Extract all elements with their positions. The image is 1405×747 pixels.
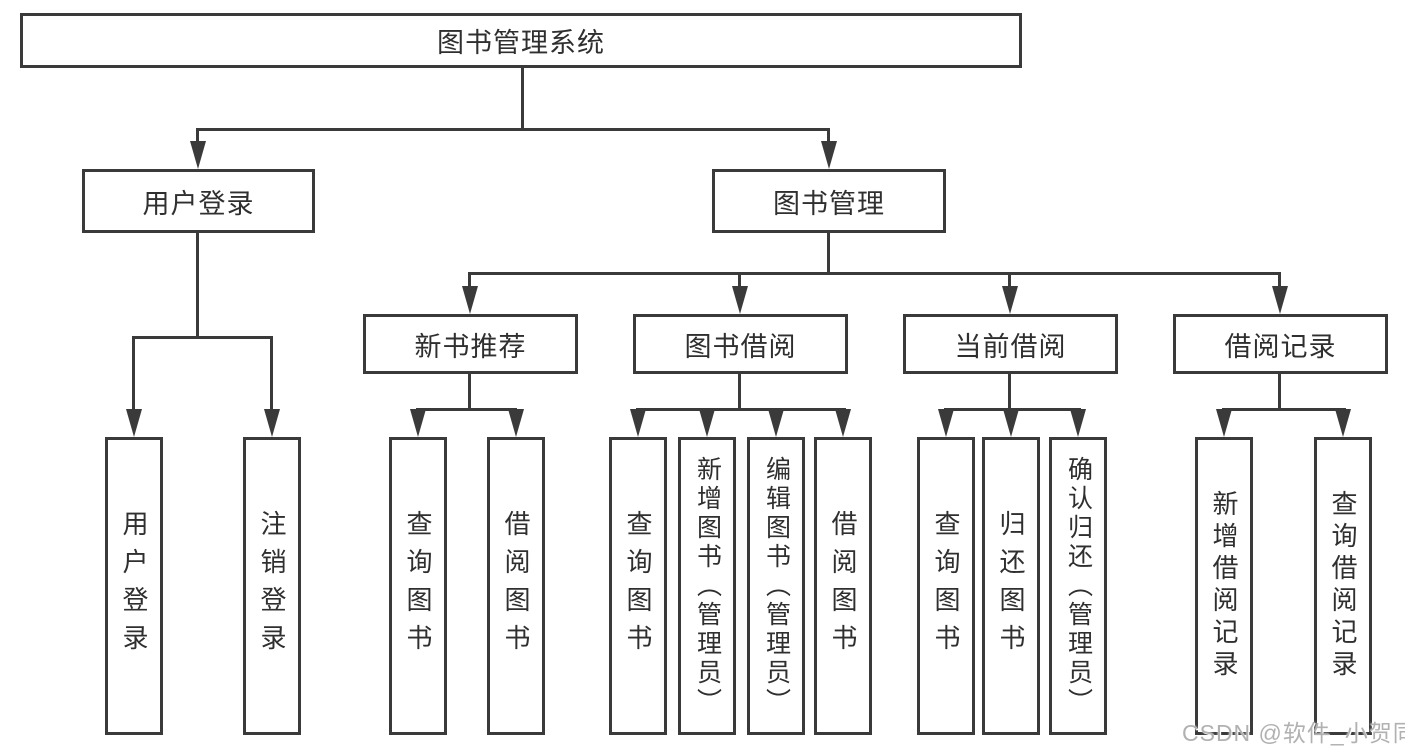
connector-line	[132, 336, 273, 339]
node-root: 图书管理系统	[20, 13, 1022, 68]
leaf-edit-books-admin: 编辑图书（管理员）	[747, 437, 805, 735]
leaf-confirm-return-admin: 确认归还（管理员）	[1049, 437, 1107, 735]
node-user-login-label: 用户登录	[142, 188, 255, 219]
leaf-query-borrow-record-label: 查询借阅记录	[1328, 490, 1358, 682]
connector-line	[468, 272, 471, 288]
leaf-borrow-books-recommend-label: 借阅图书	[501, 510, 531, 662]
leaf-borrow-books-recommend: 借阅图书	[487, 437, 545, 735]
node-new-book-recommend-label: 新书推荐	[414, 331, 527, 362]
node-book-management: 图书管理	[712, 169, 946, 233]
arrowhead-icon	[732, 286, 748, 314]
connector-line	[521, 68, 524, 128]
arrowhead-icon	[630, 409, 646, 437]
arrowhead-icon	[821, 141, 837, 169]
leaf-add-books-admin: 新增图书（管理员）	[678, 437, 736, 735]
arrowhead-icon	[768, 409, 784, 437]
arrowhead-icon	[1070, 409, 1086, 437]
connector-line	[1278, 272, 1281, 288]
node-root-label: 图书管理系统	[437, 28, 605, 58]
connector-line	[1222, 408, 1346, 411]
leaf-add-borrow-record: 新增借阅记录	[1195, 437, 1253, 735]
connector-line	[132, 336, 135, 412]
arrowhead-icon	[1003, 409, 1019, 437]
connector-line	[468, 374, 471, 408]
leaf-query-borrow-record: 查询借阅记录	[1314, 437, 1372, 735]
arrowhead-icon	[126, 409, 142, 437]
node-book-borrow-label: 图书借阅	[684, 331, 797, 362]
node-book-management-label: 图书管理	[773, 188, 885, 219]
leaf-query-books-current-label: 查询图书	[931, 510, 961, 662]
node-new-book-recommend: 新书推荐	[363, 314, 578, 374]
arrowhead-icon	[190, 141, 206, 169]
node-user-login: 用户登录	[82, 169, 315, 233]
node-book-borrow: 图书借阅	[633, 314, 848, 374]
connector-line	[270, 336, 273, 412]
arrowhead-icon	[835, 409, 851, 437]
arrowhead-icon	[508, 409, 524, 437]
connector-line	[196, 233, 199, 336]
node-borrow-records: 借阅记录	[1173, 314, 1388, 374]
leaf-borrow-books: 借阅图书	[814, 437, 872, 735]
leaf-query-books-borrow: 查询图书	[609, 437, 667, 735]
connector-line	[1278, 374, 1281, 408]
node-current-borrow: 当前借阅	[903, 314, 1118, 374]
node-borrow-records-label: 借阅记录	[1224, 331, 1337, 362]
connector-line	[738, 272, 741, 288]
leaf-add-borrow-record-label: 新增借阅记录	[1209, 490, 1239, 682]
leaf-query-books-current: 查询图书	[917, 437, 975, 735]
leaf-return-books: 归还图书	[982, 437, 1040, 735]
arrowhead-icon	[1002, 286, 1018, 314]
connector-line	[196, 128, 199, 146]
arrowhead-icon	[699, 409, 715, 437]
arrowhead-icon	[462, 286, 478, 314]
arrowhead-icon	[1216, 409, 1232, 437]
arrowhead-icon	[264, 409, 280, 437]
arrowhead-icon	[938, 409, 954, 437]
connector-line	[738, 374, 741, 408]
leaf-user-login: 用户登录	[105, 437, 163, 735]
leaf-return-books-label: 归还图书	[996, 510, 1026, 662]
leaf-borrow-books-label: 借阅图书	[828, 510, 858, 662]
connector-line	[827, 128, 830, 146]
leaf-user-login-label: 用户登录	[119, 510, 149, 662]
leaf-confirm-return-admin-label: 确认归还（管理员）	[1064, 455, 1093, 717]
arrowhead-icon	[1272, 286, 1288, 314]
watermark: CSDN @软件_小贺同学	[1182, 720, 1405, 746]
connector-line	[827, 233, 830, 272]
connector-line	[416, 408, 517, 411]
leaf-add-books-admin-label: 新增图书（管理员）	[693, 455, 722, 717]
leaf-logout-login: 注销登录	[243, 437, 301, 735]
leaf-logout-login-label: 注销登录	[257, 510, 287, 662]
connector-line	[1008, 272, 1011, 288]
leaf-query-books-borrow-label: 查询图书	[623, 510, 653, 662]
leaf-query-books-recommend: 查询图书	[389, 437, 447, 735]
connector-line	[468, 272, 1281, 275]
leaf-query-books-recommend-label: 查询图书	[403, 510, 433, 662]
connector-line	[636, 408, 846, 411]
leaf-edit-books-admin-label: 编辑图书（管理员）	[762, 455, 791, 717]
arrowhead-icon	[1335, 409, 1351, 437]
node-current-borrow-label: 当前借阅	[954, 331, 1067, 362]
arrowhead-icon	[410, 409, 426, 437]
connector-line	[196, 128, 830, 131]
connector-line	[1008, 374, 1011, 408]
